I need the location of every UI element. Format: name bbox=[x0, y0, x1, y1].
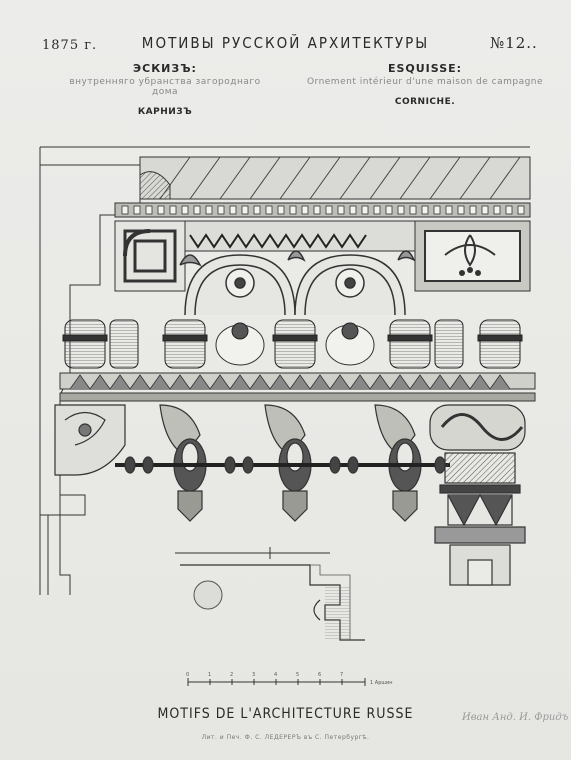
signature: Иван Анд. И. Фридъ bbox=[462, 712, 569, 723]
left-caption: ЭСКИЗЪ: внутренняго убранства загороднаг… bbox=[60, 62, 270, 117]
scale-label-4: 4 bbox=[274, 672, 277, 678]
right-caption-heading: ESQUISSE: bbox=[387, 62, 463, 75]
right-caption: ESQUISSE: Ornement intérieur d'une maiso… bbox=[300, 62, 550, 107]
year-label: 1875 г. bbox=[42, 38, 98, 53]
arcade bbox=[179, 250, 416, 316]
scale-label-0: 0 bbox=[186, 672, 189, 678]
cornice-illustration bbox=[39, 146, 536, 595]
right-caption-item: CORNICHE. bbox=[394, 97, 456, 107]
left-caption-heading: ЭСКИЗЪ: bbox=[133, 62, 197, 75]
left-caption-item: КАРНИЗЪ bbox=[137, 107, 193, 117]
bracket-row bbox=[54, 404, 450, 522]
scale-label-5: 5 bbox=[296, 672, 299, 678]
scale-label-7: 7 bbox=[340, 672, 343, 678]
plan-section bbox=[175, 547, 365, 641]
main-beam bbox=[59, 372, 536, 402]
title-russian: МОТИВЫ РУССКОЙ АРХИТЕКТУРЫ bbox=[141, 34, 430, 52]
corner-post bbox=[429, 404, 526, 586]
title-french: MOTIFS DE L'ARCHITECTURE RUSSE bbox=[157, 706, 414, 722]
scale-label-unit: 1 Аршин bbox=[370, 680, 392, 686]
scale-bar: 0 1 2 3 4 5 6 7 1 Аршин bbox=[180, 668, 400, 692]
right-caption-subtitle: Ornement intérieur d'une maison de campa… bbox=[306, 77, 544, 87]
baluster-row bbox=[62, 319, 523, 369]
frieze bbox=[114, 220, 531, 292]
scale-label-6: 6 bbox=[318, 672, 321, 678]
top-cornice bbox=[114, 156, 531, 218]
scale-label-3: 3 bbox=[252, 672, 255, 678]
printer-credit: Лит. и Печ. Ф. С. ЛЕДЕРЕРЪ въ С. Петербу… bbox=[201, 734, 370, 741]
scale-label-2: 2 bbox=[230, 672, 233, 678]
scale-label-1: 1 bbox=[208, 672, 211, 678]
plate-number: №12.. bbox=[490, 34, 538, 52]
wall-profile bbox=[47, 495, 71, 595]
left-caption-subtitle: внутренняго убранства загороднаго дома bbox=[69, 77, 261, 97]
